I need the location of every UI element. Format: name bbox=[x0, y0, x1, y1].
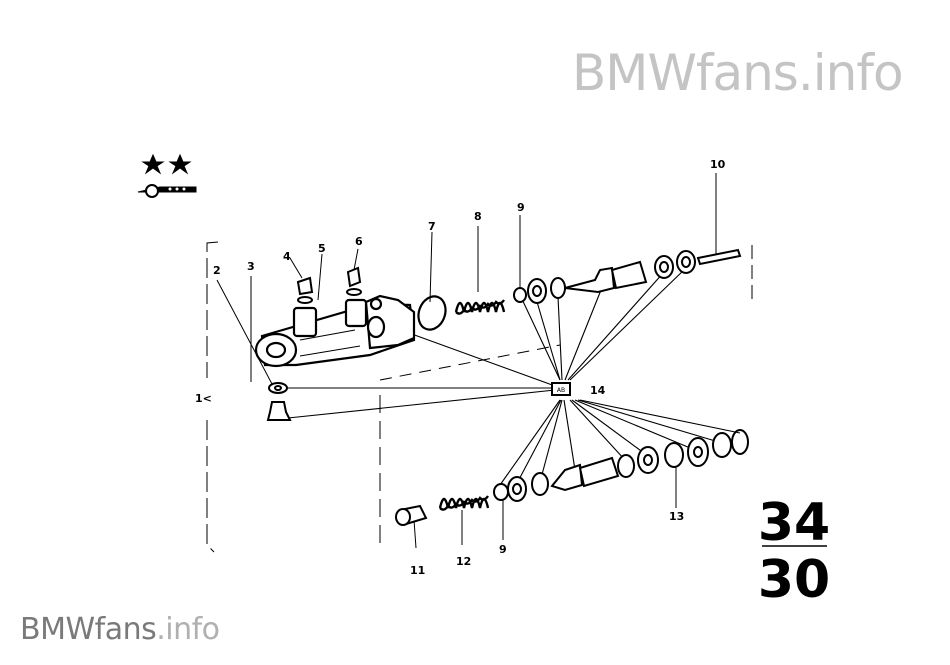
upper-piston-assembly bbox=[513, 248, 742, 304]
callout-labels: 2 3 4 5 6 7 8 9 10 14 13 12 9 11 1< bbox=[195, 158, 726, 577]
leader-lines bbox=[286, 267, 741, 488]
callout-14: 14 bbox=[590, 384, 606, 397]
callout-12: 12 bbox=[456, 555, 471, 568]
group-main: 34 bbox=[758, 493, 830, 553]
callout-2: 2 bbox=[213, 264, 221, 277]
callout-3: 3 bbox=[247, 260, 255, 273]
vehicle-symbol-icon bbox=[137, 153, 197, 198]
washer-and-plug bbox=[266, 382, 292, 421]
watermark-top: BMWfans.info bbox=[572, 44, 904, 102]
callout-leaders bbox=[216, 173, 717, 549]
group-number: 34 30 bbox=[758, 493, 830, 610]
watermark-suffix-bottom: .info bbox=[156, 612, 220, 647]
callout-7: 7 bbox=[428, 220, 436, 233]
watermark-brand: BMWfans bbox=[572, 44, 799, 102]
callout-8: 8 bbox=[474, 210, 482, 223]
lower-piston-assembly bbox=[493, 429, 749, 502]
callout-4: 4 bbox=[283, 250, 291, 263]
watermark-suffix: .info bbox=[797, 44, 904, 102]
bleeder-valves bbox=[296, 266, 362, 304]
watermark-brand-bottom: BMWfans bbox=[20, 612, 157, 647]
callout-9-upper: 9 bbox=[517, 201, 525, 214]
ref-box: AB bbox=[551, 382, 571, 396]
callout-10: 10 bbox=[710, 158, 726, 171]
watermark-bottom: BMWfans.info bbox=[20, 612, 220, 647]
callout-6: 6 bbox=[355, 235, 363, 248]
ref-box-label: AB bbox=[557, 387, 565, 394]
side-mark: 1< bbox=[195, 392, 212, 405]
callout-11: 11 bbox=[410, 564, 425, 577]
frame-bracket bbox=[206, 241, 753, 553]
callout-5: 5 bbox=[318, 242, 326, 255]
callout-9-lower: 9 bbox=[499, 543, 507, 556]
o-ring bbox=[417, 295, 447, 331]
master-cylinder-body bbox=[254, 294, 416, 368]
group-sub: 30 bbox=[758, 550, 830, 610]
callout-13: 13 bbox=[669, 510, 684, 523]
spring-upper bbox=[454, 299, 506, 315]
spring-lower bbox=[438, 495, 490, 511]
stop-sleeve bbox=[395, 504, 428, 526]
